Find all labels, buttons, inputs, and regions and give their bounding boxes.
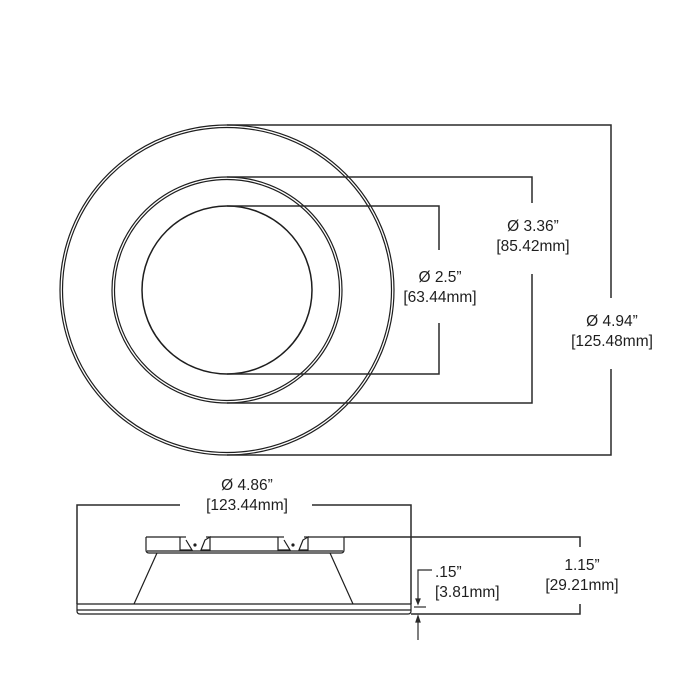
flange-diameter-dim-line-right <box>312 504 412 604</box>
outer-rim-circle <box>59 124 395 456</box>
middle-diameter-mm: [85.42mm] <box>496 238 570 255</box>
flange-diameter-mm: [123.44mm] <box>206 497 288 514</box>
middle-diameter-label: Ø 3.36” [85.42mm] <box>487 217 579 257</box>
inner-diameter-dim-line-bottom <box>227 323 440 375</box>
flange-thickness-dim <box>414 569 432 640</box>
inner-opening-circle <box>141 205 313 375</box>
total-height-inch: 1.15” <box>564 557 600 574</box>
middle-diameter-dim-line-top <box>227 176 533 203</box>
total-height-mm: [29.21mm] <box>545 577 619 594</box>
middle-rim-circle <box>111 176 343 404</box>
flange-diameter-dim-line-left <box>76 504 180 604</box>
outer-diameter-inch: Ø 4.94” <box>586 313 638 330</box>
flange-thickness-label: .15” [3.81mm] <box>435 563 515 603</box>
housing-body-profile <box>133 552 354 605</box>
middle-diameter-dim-line-bottom <box>227 274 533 404</box>
inner-diameter-label: Ø 2.5” [63.44mm] <box>395 268 485 308</box>
outer-diameter-label: Ø 4.94” [125.48mm] <box>560 312 664 352</box>
total-height-dim-line-bottom <box>411 604 581 615</box>
flange-diameter-label: Ø 4.86” [123.44mm] <box>195 476 299 516</box>
inner-diameter-inch: Ø 2.5” <box>418 269 462 286</box>
total-height-dim-line-top <box>344 536 581 547</box>
outer-diameter-mm: [125.48mm] <box>571 333 653 350</box>
spring-clip-right <box>277 535 309 551</box>
flange-profile <box>76 603 412 615</box>
inner-diameter-mm: [63.44mm] <box>403 289 477 306</box>
total-height-label: 1.15” [29.21mm] <box>534 556 630 596</box>
inner-diameter-dim-line-top <box>227 205 440 250</box>
top-ring-profile <box>145 536 345 554</box>
flange-thickness-mm: [3.81mm] <box>435 584 500 601</box>
middle-diameter-inch: Ø 3.36” <box>507 218 559 235</box>
outer-diameter-dim-line-top <box>227 124 612 298</box>
spring-clip-left <box>179 535 211 551</box>
flange-thickness-inch: .15” <box>435 564 462 581</box>
flange-diameter-inch: Ø 4.86” <box>221 477 273 494</box>
outer-diameter-dim-line-bottom <box>227 369 612 456</box>
